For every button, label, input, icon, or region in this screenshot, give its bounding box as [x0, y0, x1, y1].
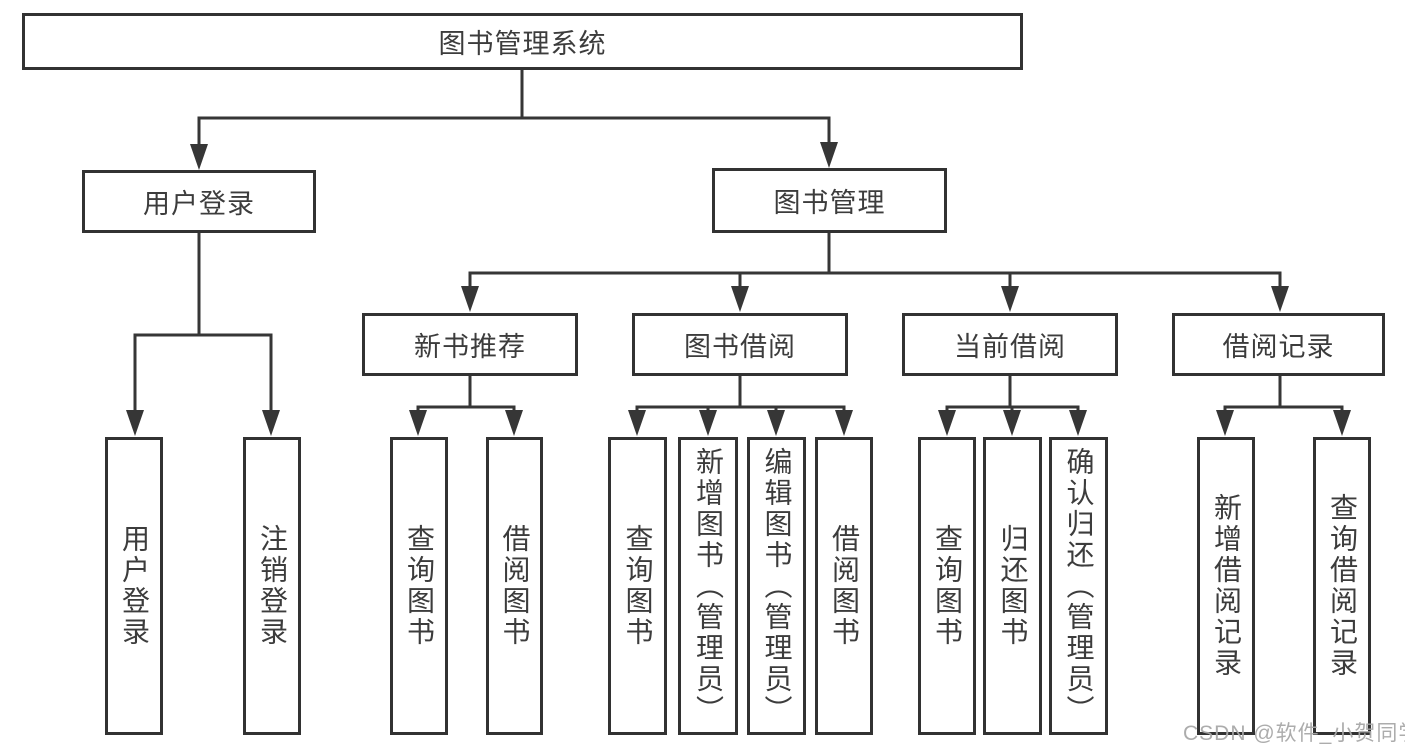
node-user-login: 用户登录	[82, 170, 316, 233]
leaf-return-books: 归还图书	[983, 437, 1042, 735]
csdn-watermark: CSDN @软件_小贺同学	[1183, 722, 1405, 745]
node-book-management: 图书管理	[712, 168, 947, 233]
connector-lines	[133, 70, 1344, 412]
leaf-query-books-borrowing: 查询图书	[608, 437, 667, 735]
node-current-borrowing: 当前借阅	[902, 313, 1118, 376]
leaf-confirm-return-admin: 确认归还（管理员）	[1049, 437, 1108, 735]
connector-records-group	[1223, 376, 1344, 412]
connector-user-login-group	[133, 233, 273, 412]
leaf-query-books-recommend: 查询图书	[390, 437, 448, 735]
leaf-borrow-books-recommend: 借阅图书	[486, 437, 543, 735]
leaf-query-books-current: 查询图书	[918, 437, 976, 735]
leaf-edit-books-admin: 编辑图书（管理员）	[747, 437, 806, 735]
connector-book-mgmt-group	[468, 233, 1282, 288]
node-book-borrowing: 图书借阅	[632, 313, 848, 376]
leaf-add-books-admin: 新增图书（管理员）	[678, 437, 738, 735]
connector-newbooks-group	[416, 376, 516, 412]
leaf-query-borrow-record: 查询借阅记录	[1313, 437, 1371, 735]
node-borrow-records: 借阅记录	[1172, 313, 1385, 376]
connector-level1	[197, 116, 831, 146]
connector-borrow-group	[635, 376, 846, 412]
leaf-user-login: 用户登录	[105, 437, 163, 735]
node-new-book-recommend: 新书推荐	[362, 313, 578, 376]
leaf-borrow-books: 借阅图书	[815, 437, 873, 735]
node-system-root: 图书管理系统	[22, 13, 1023, 70]
connector-current-group	[945, 376, 1080, 412]
leaf-logout: 注销登录	[243, 437, 301, 735]
leaf-add-borrow-record: 新增借阅记录	[1197, 437, 1255, 735]
